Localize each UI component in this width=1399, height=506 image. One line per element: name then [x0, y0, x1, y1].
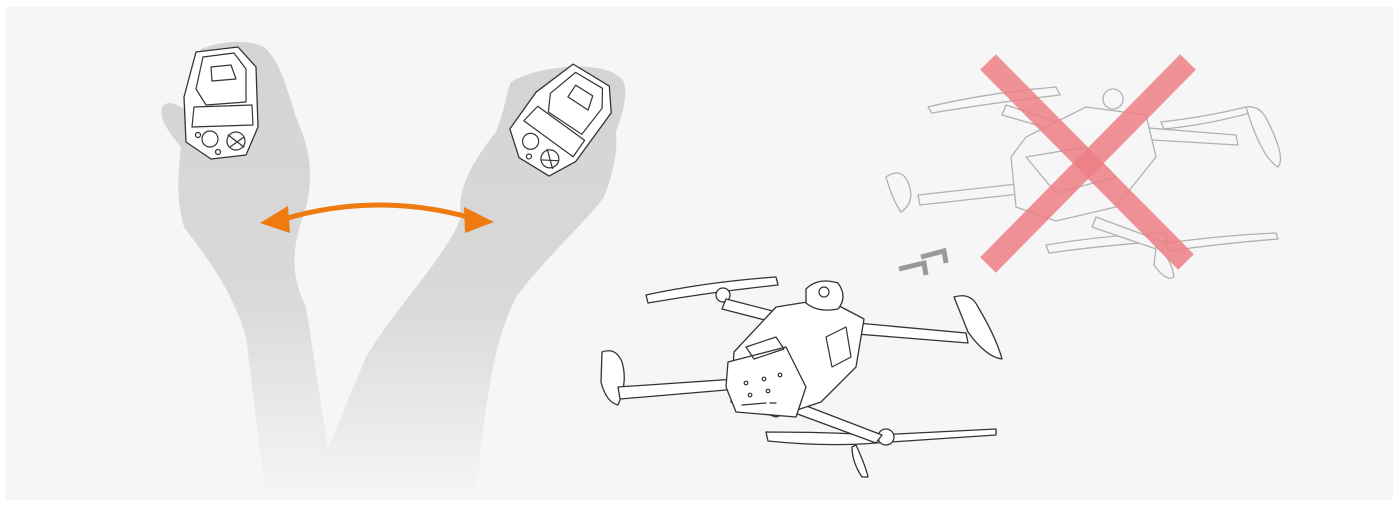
drone [601, 277, 1002, 477]
correct-drone-illustration [6, 7, 1393, 500]
illustration-canvas [6, 7, 1393, 500]
